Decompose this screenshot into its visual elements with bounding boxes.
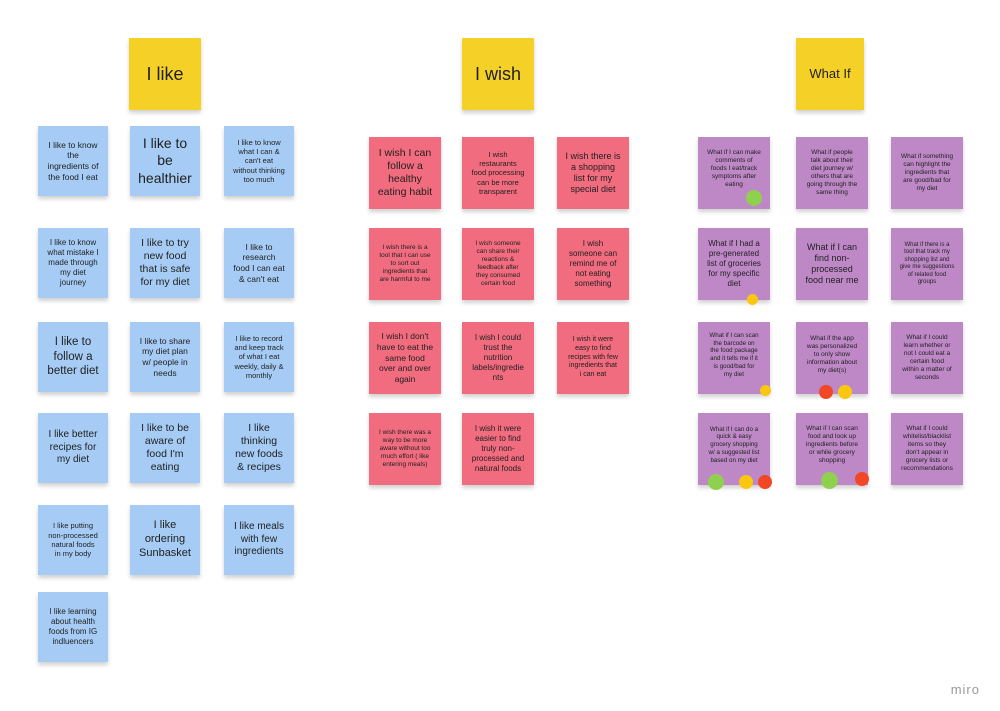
sticky-note-like[interactable]: I like ordering Sunbasket bbox=[130, 505, 200, 575]
sticky-note-like[interactable]: I like meals with few ingredients bbox=[224, 505, 294, 575]
vote-dot-green[interactable] bbox=[746, 190, 762, 206]
sticky-note-like[interactable]: I like to research food I can eat & can'… bbox=[224, 228, 294, 298]
vote-dot-green[interactable] bbox=[708, 474, 724, 490]
sticky-note-like[interactable]: I like to record and keep track of what … bbox=[224, 322, 294, 392]
sticky-note-what-if[interactable]: What if I can scan the barcode on the fo… bbox=[698, 322, 770, 394]
header-what-if[interactable]: What If bbox=[796, 38, 864, 110]
vote-dot-green[interactable] bbox=[821, 472, 838, 489]
sticky-note-like[interactable]: I like thinking new foods & recipes bbox=[224, 413, 294, 483]
sticky-note-what-if[interactable]: What if I could whitelist/blacklist item… bbox=[891, 413, 963, 485]
vote-dot-red[interactable] bbox=[819, 385, 833, 399]
sticky-note-like[interactable]: I like putting non-processed natural foo… bbox=[38, 505, 108, 575]
sticky-note-what-if[interactable]: What if there is a tool that track my sh… bbox=[891, 228, 963, 300]
sticky-note-wish[interactable]: I wish restaurants food processing can b… bbox=[462, 137, 534, 209]
sticky-note-what-if[interactable]: What if people talk about their diet jou… bbox=[796, 137, 868, 209]
sticky-note-what-if[interactable]: What if I could learn whether or not I c… bbox=[891, 322, 963, 394]
sticky-note-wish[interactable]: I wish it were easier to find truly non-… bbox=[462, 413, 534, 485]
miro-logo: miro bbox=[950, 682, 980, 697]
sticky-note-wish[interactable]: I wish I don't have to eat the same food… bbox=[369, 322, 441, 394]
vote-dot-red[interactable] bbox=[855, 472, 869, 486]
vote-dot-red[interactable] bbox=[758, 475, 772, 489]
sticky-note-wish[interactable]: I wish there is a shopping list for my s… bbox=[557, 137, 629, 209]
vote-dot-yellow[interactable] bbox=[747, 294, 758, 305]
sticky-note-wish[interactable]: I wish there was a way to be more aware … bbox=[369, 413, 441, 485]
sticky-note-like[interactable]: I like learning about health foods from … bbox=[38, 592, 108, 662]
vote-dot-yellow[interactable] bbox=[838, 385, 852, 399]
sticky-note-like[interactable]: I like to follow a better diet bbox=[38, 322, 108, 392]
vote-dot-yellow[interactable] bbox=[760, 385, 771, 396]
sticky-note-wish[interactable]: I wish there is a tool that I can use to… bbox=[369, 228, 441, 300]
vote-dot-yellow[interactable] bbox=[739, 475, 753, 489]
sticky-note-what-if[interactable]: What if I had a pre-generated list of gr… bbox=[698, 228, 770, 300]
sticky-note-wish[interactable]: I wish someone can remind me of not eati… bbox=[557, 228, 629, 300]
sticky-note-wish[interactable]: I wish I could trust the nutrition label… bbox=[462, 322, 534, 394]
sticky-note-like[interactable]: I like to know the ingredients of the fo… bbox=[38, 126, 108, 196]
sticky-note-like[interactable]: I like to be healthier bbox=[130, 126, 200, 196]
sticky-note-like[interactable]: I like to know what I can & can't eat wi… bbox=[224, 126, 294, 196]
sticky-note-like[interactable]: I like to share my diet plan w/ people i… bbox=[130, 322, 200, 392]
sticky-note-what-if[interactable]: What if something can highlight the ingr… bbox=[891, 137, 963, 209]
sticky-note-what-if[interactable]: What if I can scan food and look up ingr… bbox=[796, 413, 868, 485]
sticky-note-what-if[interactable]: What if the app was personalized to only… bbox=[796, 322, 868, 394]
sticky-note-what-if[interactable]: What if I can find non- processed food n… bbox=[796, 228, 868, 300]
header-i-wish[interactable]: I wish bbox=[462, 38, 534, 110]
sticky-note-what-if[interactable]: What if I can make comments of foods I e… bbox=[698, 137, 770, 209]
header-i-like[interactable]: I like bbox=[129, 38, 201, 110]
sticky-note-like[interactable]: I like better recipes for my diet bbox=[38, 413, 108, 483]
sticky-note-like[interactable]: I like to try new food that is safe for … bbox=[130, 228, 200, 298]
sticky-note-wish[interactable]: I wish it were easy to find recipes with… bbox=[557, 322, 629, 394]
sticky-note-like[interactable]: I like to know what mistake I made throu… bbox=[38, 228, 108, 298]
sticky-note-wish[interactable]: I wish I can follow a healthy eating hab… bbox=[369, 137, 441, 209]
sticky-note-wish[interactable]: I wish someone can share their reactions… bbox=[462, 228, 534, 300]
sticky-note-like[interactable]: I like to be aware of food I'm eating bbox=[130, 413, 200, 483]
sticky-note-what-if[interactable]: What if I can do a quick & easy grocery … bbox=[698, 413, 770, 485]
